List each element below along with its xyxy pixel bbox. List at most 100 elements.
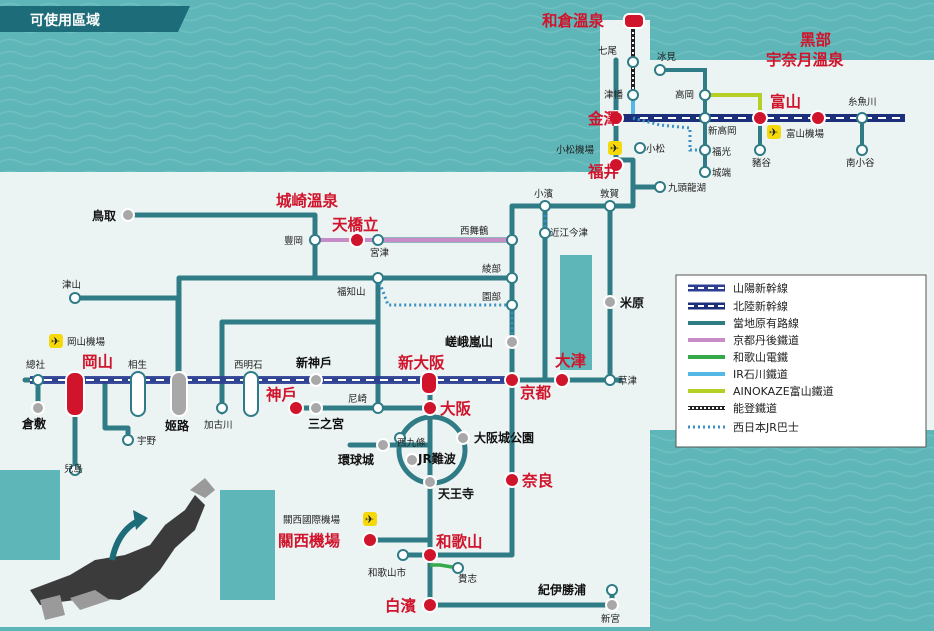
map-title: 可使用區域 — [30, 12, 100, 29]
label-saga: 嵯峨嵐山 — [445, 334, 493, 349]
okayama-airport-icon — [49, 334, 63, 348]
svg-text:✈: ✈ — [769, 126, 778, 139]
label-omi-imazu: 近江今津 — [550, 227, 589, 239]
label-minami-otari: 南小谷 — [846, 157, 875, 169]
nishiakashi-marker — [243, 371, 259, 417]
label-osakajo: 大阪城公園 — [474, 430, 534, 445]
kurashiki-marker — [31, 401, 45, 415]
label-okayama-airport: 岡山機場 — [67, 336, 106, 348]
saga-marker — [505, 335, 519, 349]
title-tag — [0, 6, 190, 32]
label-nanao: 七尾 — [598, 46, 617, 57]
wakayama-marker — [422, 547, 438, 563]
label-shingu: 新宮 — [601, 613, 620, 625]
osaka-marker — [422, 400, 438, 416]
label-obama: 小濱 — [534, 188, 554, 200]
maibara-marker — [603, 295, 617, 309]
label-universal: 環球城 — [338, 452, 374, 467]
label-unazuki: 宇奈月溫泉 — [766, 50, 844, 69]
legend-label-3: 京都丹後鐵道 — [733, 333, 799, 347]
label-sannomiya: 三之宮 — [308, 416, 344, 431]
lake-biwa — [560, 255, 592, 370]
label-toyama-airport: 富山機場 — [786, 128, 825, 140]
label-kurashiki: 倉敷 — [21, 416, 47, 431]
kansai-airport-icon — [363, 512, 377, 526]
label-kakogawa: 加古川 — [204, 419, 233, 431]
label-itoigawa: 糸魚川 — [848, 96, 877, 108]
nara-marker — [504, 472, 520, 488]
komatsu-airport-icon — [608, 141, 622, 155]
inland-sea — [0, 470, 60, 560]
label-wakayamashi: 和歌山市 — [368, 567, 407, 579]
label-kansai-airport: 關西機場 — [278, 531, 341, 550]
shin-osaka-marker — [420, 371, 438, 395]
osakajo-marker — [456, 431, 470, 445]
wakura-marker — [623, 13, 645, 29]
label-uno: 宇野 — [137, 435, 157, 447]
label-inotani: 豬谷 — [752, 157, 772, 169]
legend-label-7: 能登鐵道 — [733, 401, 777, 415]
label-fukui: 福井 — [587, 162, 619, 181]
label-tsuruga: 敦賀 — [600, 188, 619, 200]
svg-text:✈: ✈ — [365, 513, 374, 526]
label-kishi: 貴志 — [458, 573, 477, 585]
label-tottori: 鳥取 — [92, 208, 116, 223]
japan-inset — [30, 478, 215, 620]
label-maibara: 米原 — [620, 295, 644, 310]
label-ayabe: 綾部 — [482, 263, 501, 275]
tennoji-marker — [423, 475, 437, 489]
kobe-marker — [288, 400, 304, 416]
station-labels: 和倉溫泉 金澤 富山 黑部 宇奈月溫泉 福井 城崎溫泉 天橋立 新大阪 大阪 京… — [21, 11, 877, 625]
osaka-bay — [220, 490, 275, 600]
label-nishikujo: 西九條 — [397, 437, 426, 449]
kansai-airport-marker — [362, 532, 378, 548]
label-kii-katsuura: 紀伊勝浦 — [538, 582, 586, 597]
label-aioi: 相生 — [128, 359, 148, 371]
legend-label-0: 山陽新幹線 — [733, 281, 788, 295]
shirahama-marker — [422, 597, 438, 613]
label-kanazawa: 金澤 — [587, 109, 620, 128]
universal-marker — [376, 438, 390, 452]
legend-label-1: 北陸新幹線 — [733, 299, 788, 313]
sannomiya-marker — [309, 401, 323, 415]
kanazawa-marker — [608, 110, 624, 126]
label-amagasaki: 尼崎 — [348, 393, 368, 405]
label-wakura: 和倉溫泉 — [542, 11, 605, 30]
kii-katsuura-marker — [605, 598, 619, 612]
label-miyazu: 宮津 — [370, 247, 390, 259]
label-nara: 奈良 — [521, 471, 554, 490]
label-kojima: 兒島 — [64, 463, 83, 475]
svg-text:✈: ✈ — [51, 335, 60, 348]
okayama-marker — [65, 371, 85, 417]
label-kurobe: 黑部 — [800, 30, 832, 49]
legend-label-6: AINOKAZE富山鐵道 — [733, 384, 834, 398]
label-toyama: 富山 — [770, 92, 801, 111]
himi-line — [660, 68, 707, 118]
tottori-marker — [121, 208, 135, 222]
label-nishimaizuru: 西舞鶴 — [460, 225, 489, 237]
legend-label-4: 和歌山電鐵 — [733, 350, 788, 364]
toyama-marker — [752, 110, 768, 126]
label-sonobe: 園部 — [482, 291, 501, 303]
label-takaoka: 高岡 — [675, 89, 694, 101]
label-johana: 城端 — [712, 167, 732, 179]
label-kuzuryuko: 九頭龍湖 — [668, 182, 706, 194]
otsu-marker — [554, 372, 570, 388]
label-nishiakashi: 西明石 — [234, 360, 263, 371]
label-kusatsu: 草津 — [618, 375, 638, 387]
airport-icons — [49, 125, 781, 526]
legend-label-8: 西日本JR巴士 — [733, 420, 799, 434]
kurobe-marker — [810, 110, 826, 126]
fukui-marker — [608, 157, 624, 173]
label-otsu: 大津 — [555, 351, 587, 370]
station-markers — [31, 13, 868, 613]
label-himi: 冰見 — [657, 51, 677, 63]
label-fukumitsu: 福光 — [712, 146, 732, 158]
himeji-marker — [170, 371, 188, 417]
legend-label-5: IR石川鐵道 — [733, 367, 788, 381]
label-wakayama: 和歌山 — [436, 532, 483, 551]
aioi-marker — [130, 371, 146, 417]
toyama-airport-icon — [767, 125, 781, 139]
kyoto-marker — [504, 372, 520, 388]
